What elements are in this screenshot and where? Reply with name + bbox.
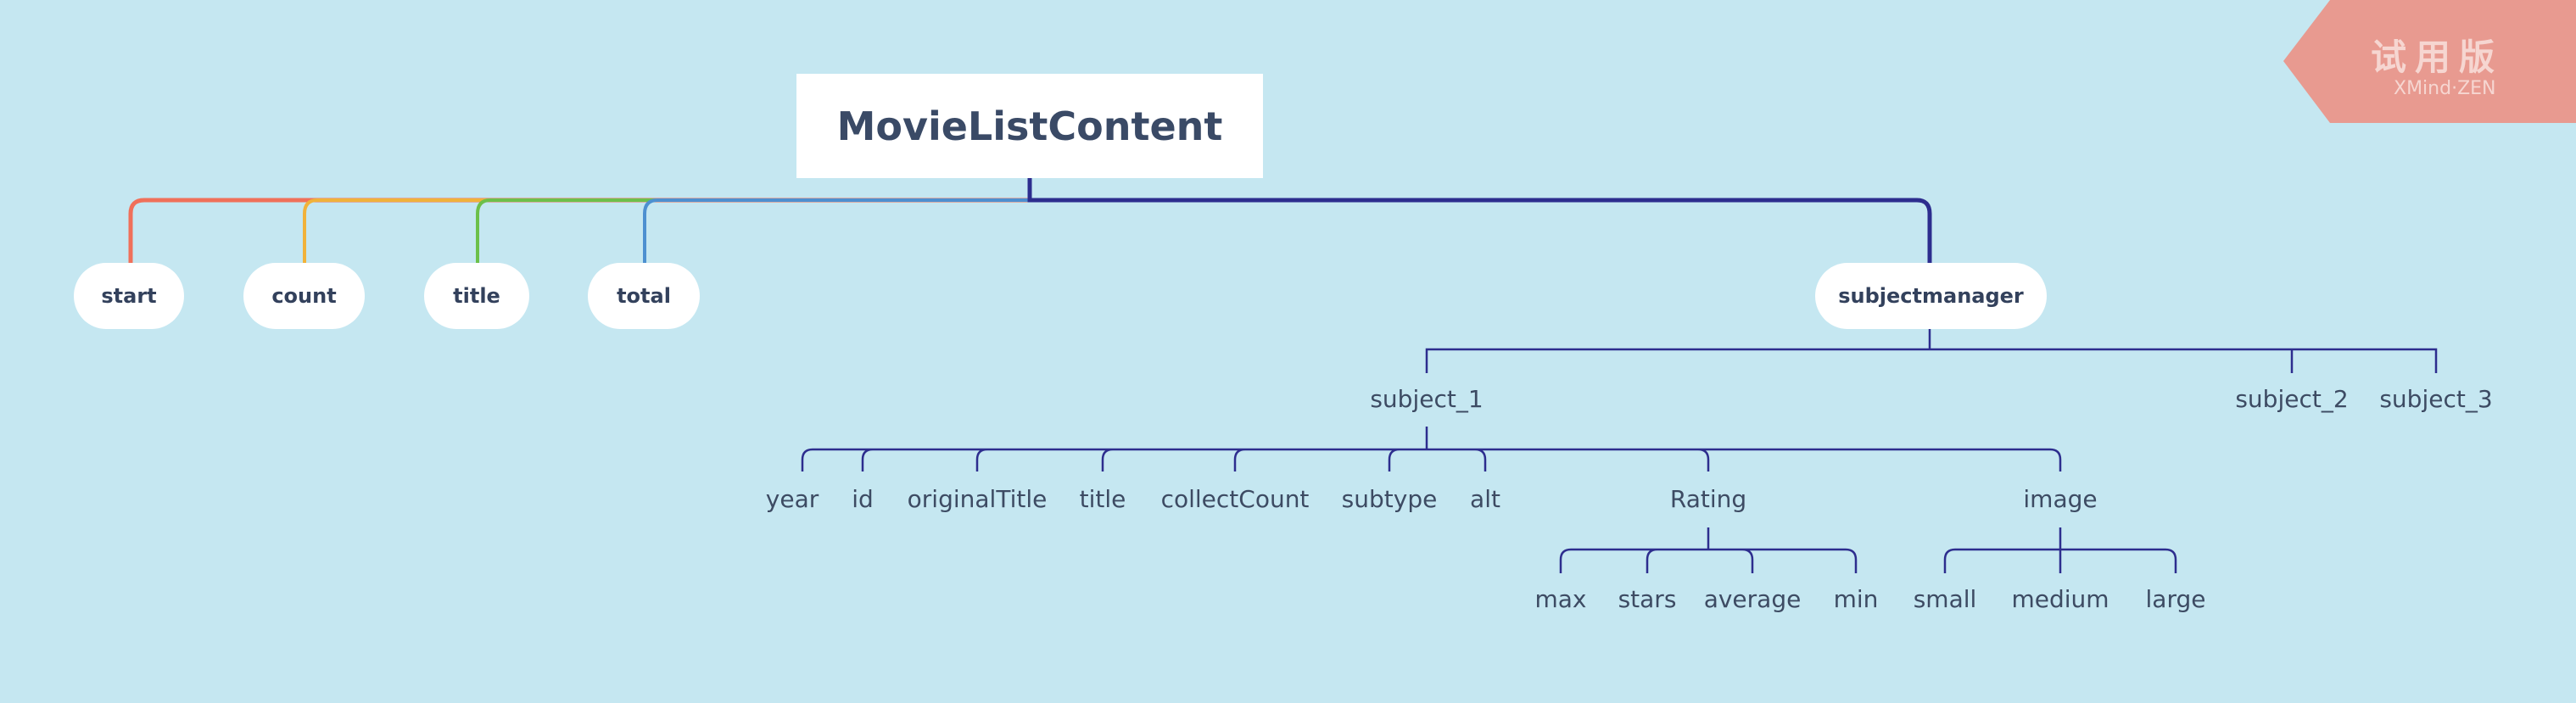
root-topic-movielistcontent[interactable]: MovieListContent	[796, 74, 1263, 178]
topic-total[interactable]: total	[588, 263, 700, 329]
topic-start[interactable]: start	[74, 263, 184, 329]
topic-max[interactable]: max	[1534, 585, 1587, 613]
topic-title-field[interactable]: title	[1079, 485, 1126, 513]
topic-subjectmanager[interactable]: subjectmanager	[1815, 263, 2047, 329]
connector-count	[303, 198, 1031, 265]
connector-title	[476, 198, 1031, 265]
topic-collectcount[interactable]: collectCount	[1160, 485, 1310, 513]
topic-originaltitle[interactable]: originalTitle	[907, 485, 1048, 513]
topic-min[interactable]: min	[1833, 585, 1879, 613]
topic-average[interactable]: average	[1703, 585, 1802, 613]
watermark-subtitle: XMind·ZEN	[2394, 78, 2496, 99]
connector-start	[128, 176, 1032, 265]
topic-stars[interactable]: stars	[1618, 585, 1677, 613]
topic-subject-1[interactable]: subject_1	[1370, 385, 1484, 413]
topic-id[interactable]: id	[852, 485, 874, 513]
topic-subtype[interactable]: subtype	[1341, 485, 1438, 513]
topic-small[interactable]: small	[1913, 585, 1977, 613]
connector-subject1-fields	[801, 427, 2062, 471]
connector-image-fields	[1943, 527, 2177, 573]
topic-medium[interactable]: medium	[2011, 585, 2109, 613]
connector-subjects	[1425, 329, 2438, 373]
topic-title[interactable]: title	[424, 263, 529, 329]
topic-year[interactable]: year	[765, 485, 819, 513]
topic-subject-3[interactable]: subject_3	[2379, 385, 2493, 413]
topic-subject-2[interactable]: subject_2	[2235, 385, 2349, 413]
connector-total	[643, 198, 1031, 265]
topic-alt[interactable]: alt	[1470, 485, 1500, 513]
topic-count[interactable]: count	[243, 263, 365, 329]
watermark-title: 试用版	[2371, 36, 2504, 78]
topic-rating[interactable]: Rating	[1669, 485, 1747, 513]
connector-subjectmanager	[1027, 176, 1932, 265]
topic-large[interactable]: large	[2145, 585, 2206, 613]
connector-rating-fields	[1559, 527, 1858, 573]
topic-image[interactable]: image	[2023, 485, 2098, 513]
watermark-shape	[2283, 0, 2576, 123]
